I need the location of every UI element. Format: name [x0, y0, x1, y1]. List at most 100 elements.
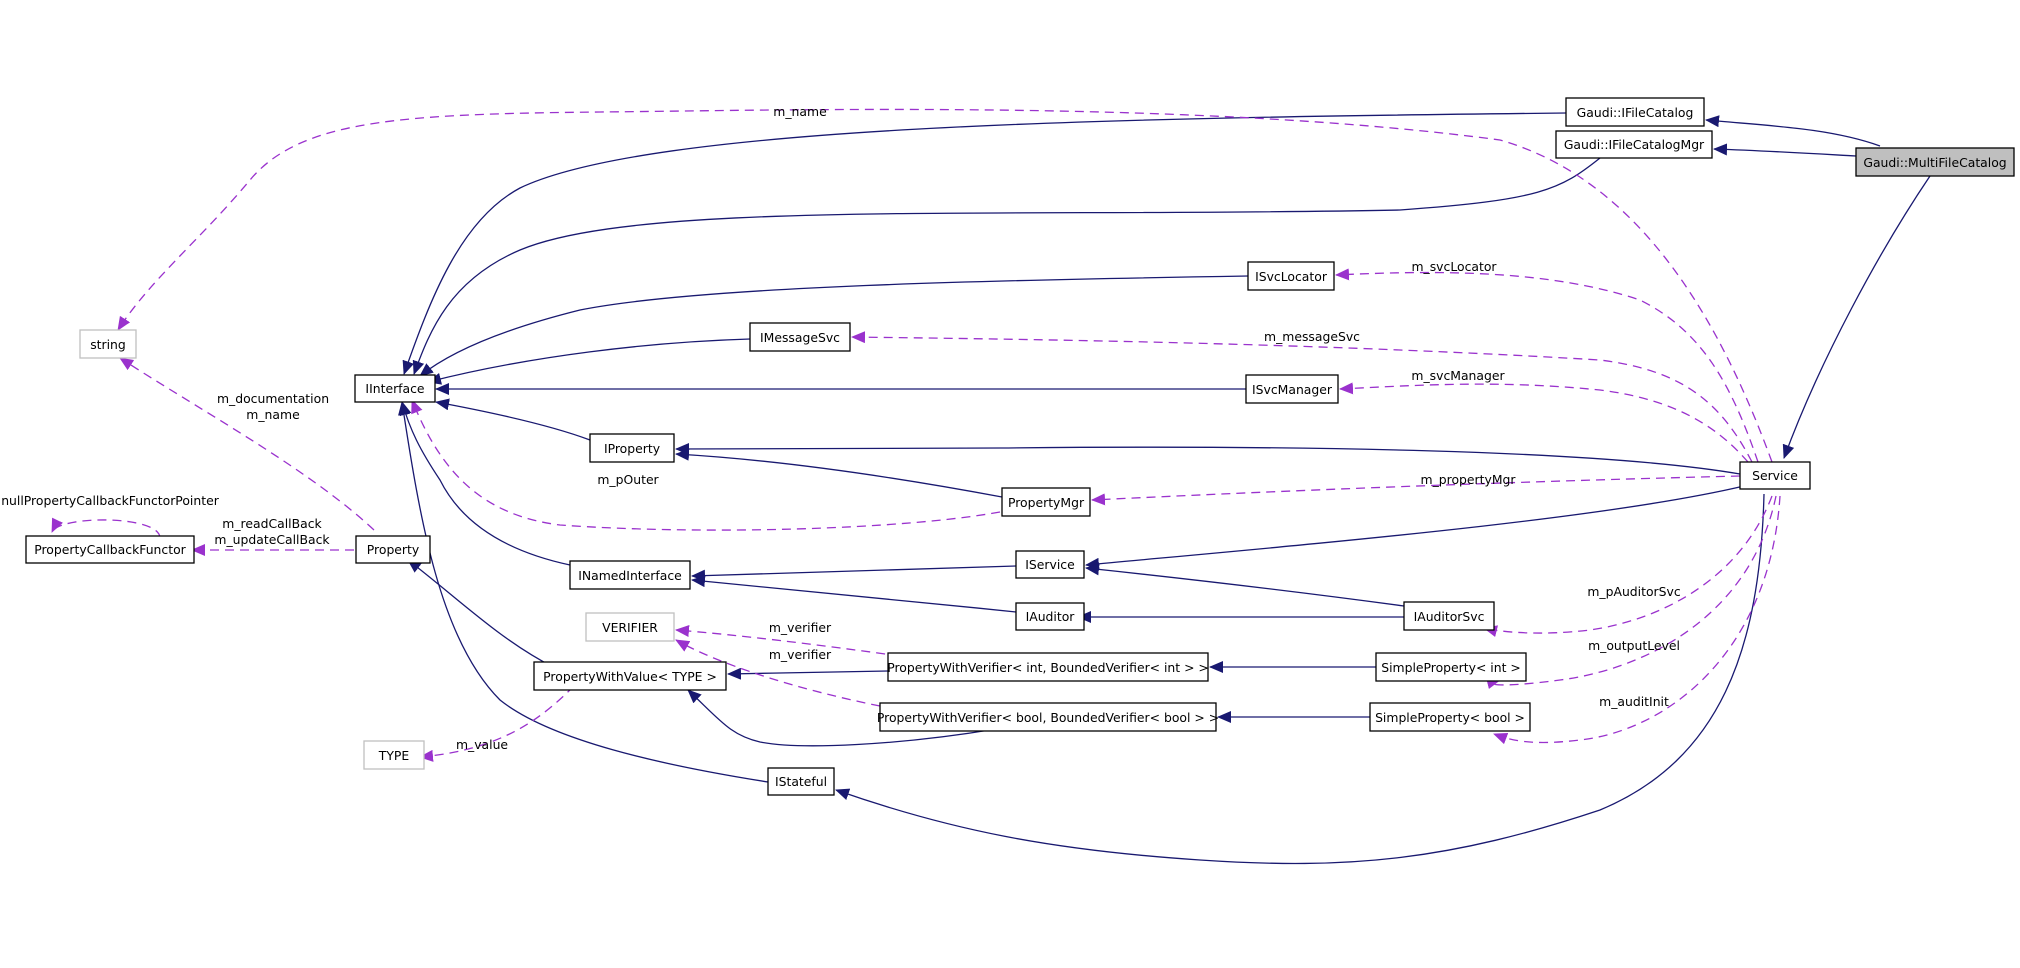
- edge-propertywithvalue-to-pwv-int: [727, 667, 889, 680]
- edge-null-callback-loop: [51, 517, 161, 539]
- edge-m-messagesvc: [851, 331, 1753, 463]
- node-iauditorsvc[interactable]: IAuditorSvc: [1403, 601, 1495, 631]
- edge-m-pauditorsvc: [1483, 495, 1773, 637]
- label-m-propertymgr: m_propertyMgr: [1421, 472, 1517, 487]
- node-simpleproperty-int-label: SimpleProperty< int >: [1381, 660, 1521, 675]
- edge-iproperty-to-service: [675, 442, 1741, 475]
- node-verifier-label: VERIFIER: [602, 620, 658, 635]
- node-propertycallbackfunctor[interactable]: PropertyCallbackFunctor: [25, 535, 195, 564]
- node-multifilecatalog-label: Gaudi::MultiFileCatalog: [1863, 155, 2006, 170]
- edge-labels: m_name m_documentation m_name nullProper…: [1, 104, 1681, 752]
- node-simpleproperty-bool[interactable]: SimpleProperty< bool >: [1369, 702, 1531, 732]
- label-m-verifier-2: m_verifier: [769, 647, 832, 662]
- edge-m-auditinit: [1493, 495, 1781, 745]
- label-m-read-callback: m_readCallBack: [222, 516, 322, 531]
- edge-m-verifier-1: [675, 625, 901, 657]
- node-multifilecatalog[interactable]: Gaudi::MultiFileCatalog: [1855, 147, 2015, 177]
- edge-iservice-to-service: [1085, 485, 1745, 570]
- label-null-callback: nullPropertyCallbackFunctorPointer: [1, 493, 219, 508]
- node-istateful[interactable]: IStateful: [767, 767, 835, 796]
- edge-iinterface-to-isvclocator: [419, 275, 1249, 377]
- label-m-svcmanager: m_svcManager: [1411, 368, 1505, 383]
- edge-ifilecatalog-to-multifilecatalog: [1705, 115, 1881, 147]
- node-ifilecatalog[interactable]: Gaudi::IFileCatalog: [1565, 97, 1705, 127]
- edge-iinterface-to-inamedinterface: [399, 401, 571, 566]
- node-isvcmanager[interactable]: ISvcManager: [1245, 374, 1339, 404]
- inheritance-edges: [398, 112, 1931, 865]
- edge-inamedinterface-to-iauditor: [691, 575, 1017, 613]
- edge-m-outputlevel: [1485, 495, 1777, 689]
- node-string-label: string: [90, 337, 126, 352]
- edge-m-name-top: [117, 108, 1773, 463]
- node-iservice[interactable]: IService: [1015, 550, 1085, 579]
- node-iauditor-label: IAuditor: [1026, 609, 1076, 624]
- edge-m-verifier-2: [675, 639, 881, 707]
- label-m-pauditorsvc: m_pAuditorSvc: [1587, 584, 1680, 599]
- edge-property-to-propertywithvalue: [407, 559, 556, 669]
- node-pwv-int[interactable]: PropertyWithVerifier< int, BoundedVerifi…: [887, 652, 1209, 682]
- node-service-label: Service: [1752, 468, 1798, 483]
- node-service[interactable]: Service: [1739, 461, 1811, 490]
- node-type-label: TYPE: [378, 748, 410, 763]
- edge-propertywithvalue-to-pwv-bool: [687, 689, 997, 747]
- node-inamedinterface-label: INamedInterface: [578, 568, 682, 583]
- edge-iinterface-to-imessagesvc: [427, 338, 751, 385]
- label-m-name-property: m_name: [246, 407, 299, 422]
- label-m-messagesvc: m_messageSvc: [1264, 329, 1360, 344]
- node-ifilecatalog-label: Gaudi::IFileCatalog: [1577, 105, 1694, 120]
- node-propertywithvalue-label: PropertyWithValue< TYPE >: [543, 669, 717, 684]
- node-imessagesvc[interactable]: IMessageSvc: [749, 322, 851, 352]
- label-m-pouter: m_pOuter: [597, 472, 659, 487]
- label-m-verifier-1: m_verifier: [769, 620, 832, 635]
- node-simpleproperty-int[interactable]: SimpleProperty< int >: [1375, 652, 1527, 682]
- label-m-documentation: m_documentation: [217, 391, 329, 406]
- node-ifilecatalogmgr[interactable]: Gaudi::IFileCatalogMgr: [1555, 130, 1713, 159]
- edge-iinterface-to-istateful: [398, 401, 769, 783]
- node-inamedinterface[interactable]: INamedInterface: [569, 560, 691, 590]
- label-m-outputlevel: m_outputLevel: [1588, 638, 1680, 653]
- label-m-auditinit: m_auditInit: [1599, 694, 1669, 709]
- node-property-label: Property: [367, 542, 419, 557]
- label-m-value: m_value: [456, 737, 508, 752]
- edge-ifilecatalogmgr-to-multifilecatalog: [1713, 143, 1857, 157]
- node-property[interactable]: Property: [355, 535, 431, 564]
- node-propertywithvalue[interactable]: PropertyWithValue< TYPE >: [533, 661, 727, 691]
- node-imessagesvc-label: IMessageSvc: [760, 330, 840, 345]
- edge-iinterface-to-ifilecatalogmgr: [412, 157, 1601, 375]
- node-isvclocator[interactable]: ISvcLocator: [1247, 261, 1335, 291]
- edge-inamedinterface-to-iservice: [691, 565, 1017, 582]
- edge-iproperty-to-propertymgr: [675, 448, 1003, 498]
- node-type[interactable]: TYPE: [363, 740, 425, 770]
- edge-iservice-to-iauditorsvc: [1085, 563, 1405, 607]
- node-iinterface[interactable]: IInterface: [354, 374, 436, 403]
- edge-iinterface-to-ifilecatalog: [402, 112, 1567, 375]
- edge-m-documentation-name: [119, 357, 375, 531]
- node-ifilecatalogmgr-label: Gaudi::IFileCatalogMgr: [1564, 137, 1705, 152]
- node-iproperty[interactable]: IProperty: [589, 433, 675, 463]
- node-isvclocator-label: ISvcLocator: [1255, 269, 1328, 284]
- node-iauditorsvc-label: IAuditorSvc: [1414, 609, 1485, 624]
- node-iauditor[interactable]: IAuditor: [1015, 602, 1085, 631]
- label-m-name-top: m_name: [773, 104, 826, 119]
- node-iservice-label: IService: [1025, 557, 1074, 572]
- label-m-update-callback: m_updateCallBack: [214, 532, 330, 547]
- node-pwv-int-label: PropertyWithVerifier< int, BoundedVerifi…: [887, 660, 1209, 675]
- edge-iinterface-to-iproperty: [435, 398, 591, 441]
- usage-edges: [51, 108, 1781, 762]
- node-isvcmanager-label: ISvcManager: [1252, 382, 1333, 397]
- node-pwv-bool[interactable]: PropertyWithVerifier< bool, BoundedVerif…: [877, 702, 1219, 732]
- node-pwv-bool-label: PropertyWithVerifier< bool, BoundedVerif…: [877, 710, 1219, 725]
- edge-m-svcmanager: [1339, 382, 1749, 463]
- node-verifier[interactable]: VERIFIER: [585, 612, 675, 642]
- label-m-svclocator: m_svcLocator: [1411, 259, 1497, 274]
- node-propertycallbackfunctor-label: PropertyCallbackFunctor: [34, 542, 186, 557]
- edge-m-svclocator: [1335, 268, 1759, 463]
- nodes: string IInterface PropertyCallbackFuncto…: [25, 97, 2015, 796]
- edge-m-propertymgr: [1091, 475, 1741, 506]
- node-iproperty-label: IProperty: [604, 441, 660, 456]
- node-string[interactable]: string: [79, 329, 137, 359]
- node-propertymgr-label: PropertyMgr: [1008, 495, 1085, 510]
- node-propertymgr[interactable]: PropertyMgr: [1001, 487, 1091, 517]
- node-simpleproperty-bool-label: SimpleProperty< bool >: [1375, 710, 1525, 725]
